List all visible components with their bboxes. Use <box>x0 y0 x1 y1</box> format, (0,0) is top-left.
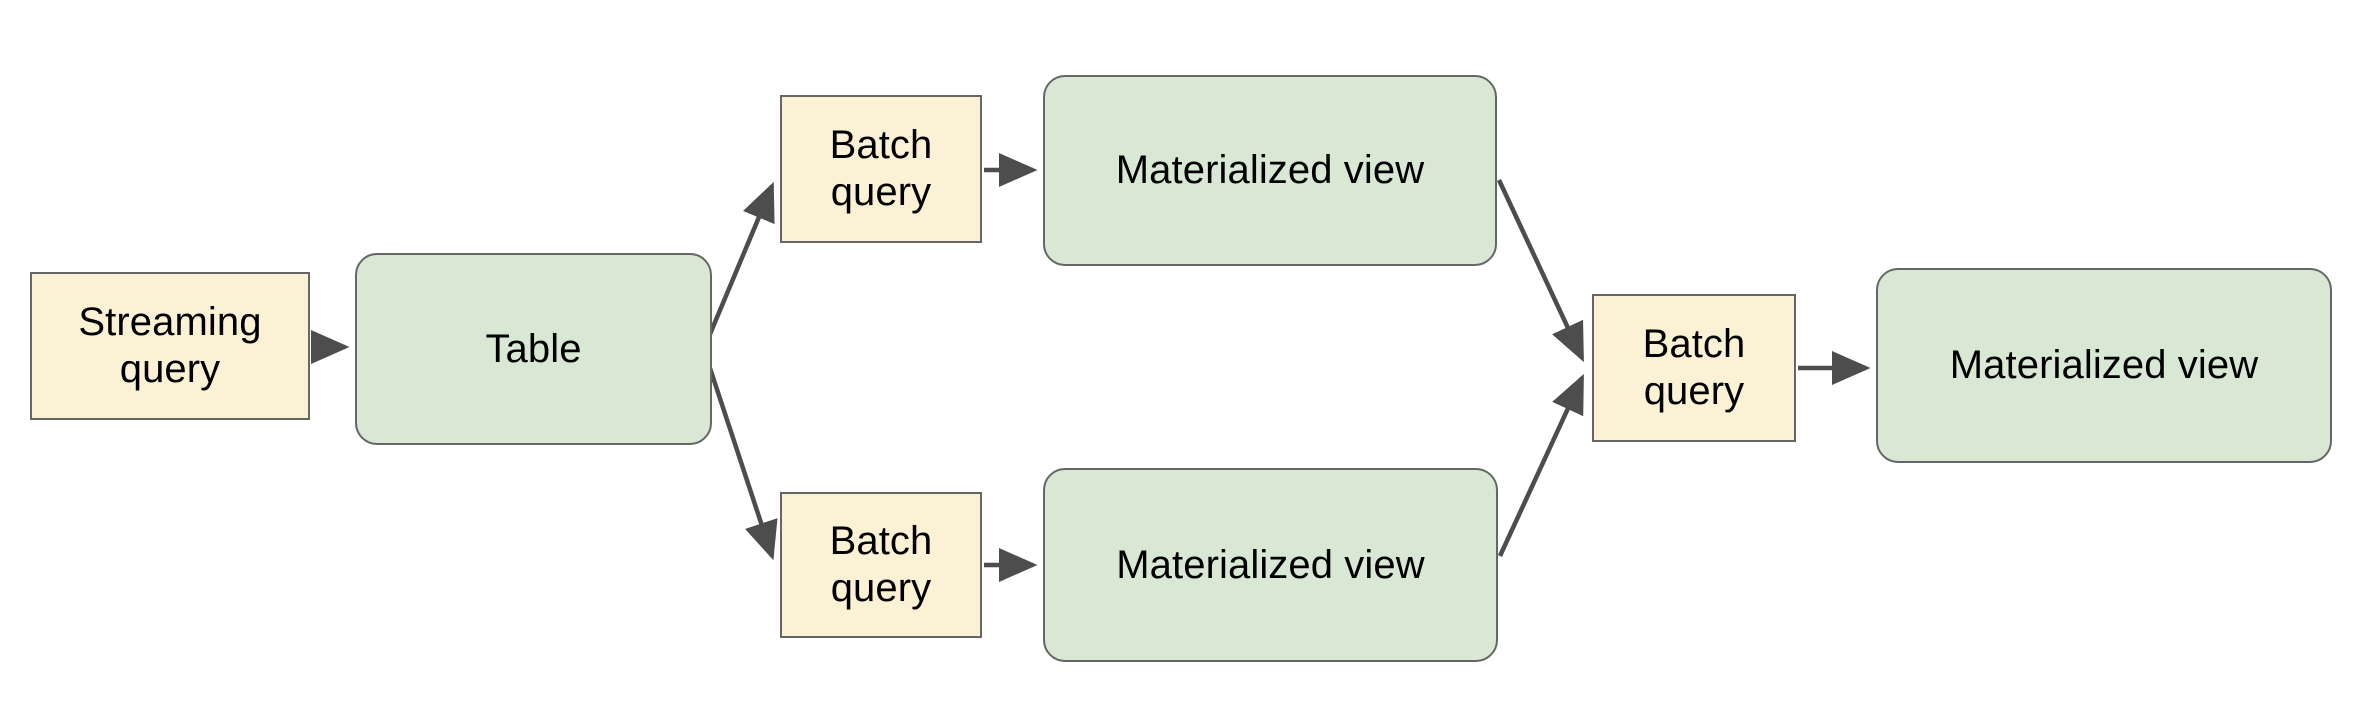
node-batch-query-right-label: Batch query <box>1642 322 1746 413</box>
node-streaming-query[interactable]: Streaming query <box>30 272 310 420</box>
edge-materialized-view-bottom-to-batch-query-right <box>1497 373 1585 557</box>
node-materialized-view-bottom-label: Materialized view <box>1116 542 1425 587</box>
node-batch-query-top[interactable]: Batch query <box>780 95 982 243</box>
node-materialized-view-top-label: Materialized view <box>1115 148 1425 193</box>
node-batch-query-bottom[interactable]: Batch query <box>780 492 982 638</box>
node-table[interactable]: Table <box>355 253 712 445</box>
node-table-label: Table <box>485 326 582 371</box>
node-materialized-view-right-label: Materialized view <box>1949 343 2259 388</box>
node-streaming-query-label: Streaming query <box>78 300 262 391</box>
node-materialized-view-top[interactable]: Materialized view <box>1043 75 1497 266</box>
node-batch-query-bottom-label: Batch query <box>829 519 933 610</box>
node-materialized-view-bottom[interactable]: Materialized view <box>1043 468 1498 662</box>
edge-materialized-view-top-to-batch-query-right <box>1496 179 1585 363</box>
node-batch-query-right[interactable]: Batch query <box>1592 294 1796 442</box>
node-materialized-view-right[interactable]: Materialized view <box>1876 268 2332 463</box>
node-batch-query-top-label: Batch query <box>829 123 933 214</box>
